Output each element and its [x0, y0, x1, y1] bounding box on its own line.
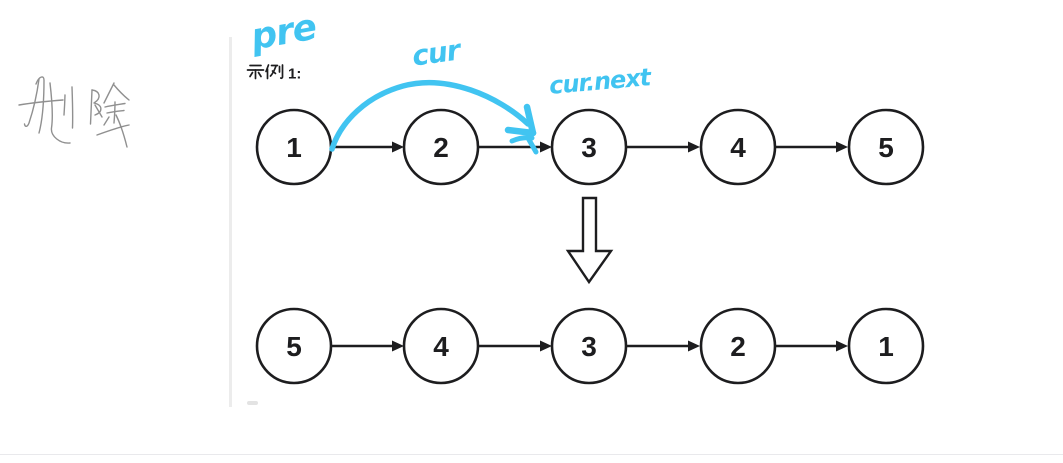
- list-node: 3: [550, 307, 628, 385]
- next-pointer-arrow: [478, 340, 552, 352]
- list-node: 2: [699, 307, 777, 385]
- transform-down-arrow: [565, 196, 614, 285]
- node-value: 3: [581, 331, 597, 362]
- list-node: 1: [255, 108, 333, 186]
- list-node: 5: [847, 108, 925, 186]
- list-node: 4: [402, 307, 480, 385]
- next-pointer-arrow: [331, 340, 404, 352]
- example-number: 1:: [288, 66, 301, 83]
- node-value: 5: [878, 132, 894, 163]
- next-pointer-arrow: [331, 141, 404, 153]
- delete-note-strokes: [18, 76, 130, 148]
- list-node: 1: [847, 307, 925, 385]
- next-pointer-arrow: [478, 141, 552, 153]
- list-node: 3: [550, 108, 628, 186]
- node-value: 4: [433, 331, 449, 362]
- cur-pointer-marker-arc: [329, 79, 539, 155]
- cjk-li-glyph: [265, 64, 284, 80]
- next-pointer-arrow: [775, 340, 848, 352]
- next-pointer-arrow: [626, 340, 700, 352]
- list-node: 4: [699, 108, 777, 186]
- node-value: 2: [433, 132, 449, 163]
- next-pointer-arrow: [775, 141, 848, 153]
- handwritten-delete-note: [18, 76, 130, 148]
- top-linked-list: 1 2 3 4: [255, 108, 925, 186]
- node-value: 1: [878, 331, 894, 362]
- vertical-divider-line: [229, 37, 232, 407]
- node-value: 5: [286, 331, 302, 362]
- example-label-glyphs: 1:: [246, 64, 301, 83]
- node-value: 1: [286, 132, 302, 163]
- node-value: 3: [581, 132, 597, 163]
- cjk-shi-glyph: [246, 64, 265, 80]
- smudge-mark: [247, 401, 258, 405]
- example-label: 1:: [246, 62, 316, 87]
- list-node: 5: [255, 307, 333, 385]
- node-value: 2: [730, 331, 746, 362]
- list-node: 2: [402, 108, 480, 186]
- bottom-linked-list: 5 4 3 2: [255, 307, 925, 385]
- node-value: 4: [730, 132, 746, 163]
- bottom-border-line: [0, 454, 1063, 455]
- next-pointer-arrow: [626, 141, 700, 153]
